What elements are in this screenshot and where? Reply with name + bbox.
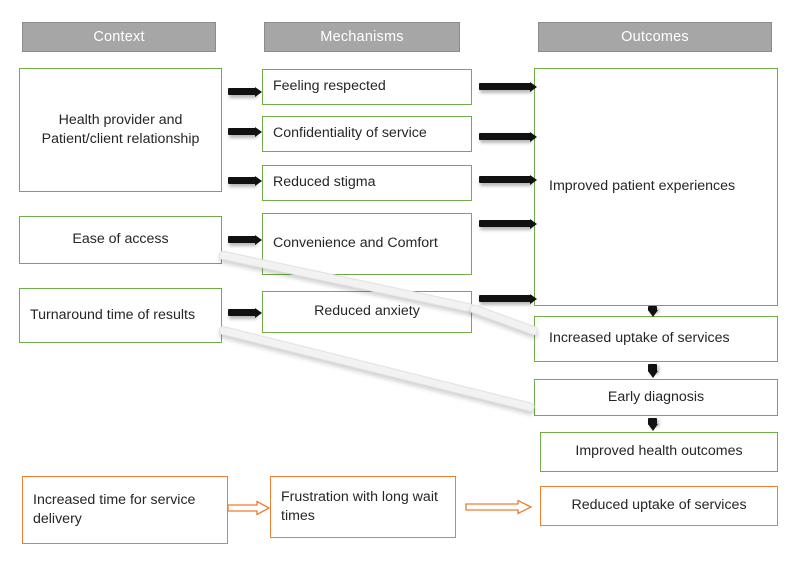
- connector-experiences-to-increased-uptake: [648, 306, 657, 311]
- node-turnaround-time-label: Turnaround time of results: [30, 306, 196, 323]
- column-header-outcomes: Outcomes: [538, 22, 772, 52]
- connector-service-time-to-frustration: [227, 500, 271, 516]
- column-header-mechanisms: Mechanisms: [264, 22, 460, 52]
- node-convenience-comfort-label: Convenience and Comfort: [273, 235, 438, 252]
- node-reduced-uptake: Reduced uptake of services: [540, 486, 778, 526]
- node-ease-of-access-label: Ease of access: [72, 231, 169, 248]
- node-turnaround-time: Turnaround time of results: [19, 288, 222, 343]
- column-header-context-label: Context: [93, 29, 145, 45]
- connector-ease-of-access-to-convenience: [228, 236, 256, 243]
- node-reduced-stigma-label: Reduced stigma: [273, 174, 376, 191]
- node-confidentiality-label: Confidentiality of service: [273, 125, 427, 142]
- node-early-diagnosis-label: Early diagnosis: [607, 388, 705, 405]
- connector-reduced-stigma-to-experiences: [479, 176, 531, 183]
- connector-reduced-anxiety-to-experiences: [479, 295, 531, 302]
- node-improved-experiences-label: Improved patient experiences: [549, 178, 736, 195]
- node-improved-experiences: Improved patient experiences: [534, 68, 778, 306]
- node-increased-uptake: Increased uptake of services: [534, 316, 778, 362]
- node-reduced-anxiety: Reduced anxiety: [262, 291, 472, 333]
- node-provider-relationship-label: Health provider and Patient/client relat…: [41, 111, 200, 147]
- connector-turnaround-to-early-diagnosis: [217, 325, 536, 413]
- column-header-outcomes-label: Outcomes: [621, 29, 689, 45]
- connector-provider-to-feeling-respected: [228, 88, 256, 95]
- node-reduced-stigma: Reduced stigma: [262, 165, 472, 201]
- node-provider-relationship: Health provider and Patient/client relat…: [19, 68, 222, 192]
- connector-feeling-respected-to-experiences: [479, 83, 531, 90]
- connector-increased-uptake-to-early-diagnosis: [648, 364, 657, 372]
- node-frustration-wait: Frustration with long wait times: [270, 476, 456, 538]
- column-header-context: Context: [22, 22, 216, 52]
- node-improved-health: Improved health outcomes: [540, 432, 778, 472]
- connector-convenience-to-increased-uptake: [468, 303, 540, 337]
- node-reduced-uptake-label: Reduced uptake of services: [571, 497, 747, 514]
- node-feeling-respected: Feeling respected: [262, 69, 472, 105]
- node-increased-uptake-label: Increased uptake of services: [549, 330, 730, 347]
- node-frustration-wait-label: Frustration with long wait times: [281, 488, 438, 524]
- node-early-diagnosis: Early diagnosis: [534, 379, 778, 416]
- connector-turnaround-to-reduced-anxiety: [228, 309, 256, 316]
- connector-convenience-to-experiences: [479, 220, 531, 227]
- node-reduced-anxiety-label: Reduced anxiety: [314, 303, 420, 320]
- connector-early-diagnosis-to-improved-health: [648, 418, 657, 425]
- connector-provider-to-confidentiality: [228, 128, 256, 135]
- node-improved-health-label: Improved health outcomes: [575, 443, 743, 460]
- connector-confidentiality-to-experiences: [479, 133, 531, 140]
- node-increased-service-time: Increased time for service delivery: [22, 476, 228, 544]
- node-convenience-comfort: Convenience and Comfort: [262, 213, 472, 275]
- node-increased-service-time-label: Increased time for service delivery: [33, 491, 196, 527]
- connector-provider-to-reduced-stigma: [228, 177, 256, 184]
- node-confidentiality: Confidentiality of service: [262, 116, 472, 152]
- column-header-mechanisms-label: Mechanisms: [320, 29, 404, 45]
- node-feeling-respected-label: Feeling respected: [273, 78, 386, 95]
- node-ease-of-access: Ease of access: [19, 216, 222, 264]
- connector-frustration-to-reduced-uptake: [465, 499, 533, 515]
